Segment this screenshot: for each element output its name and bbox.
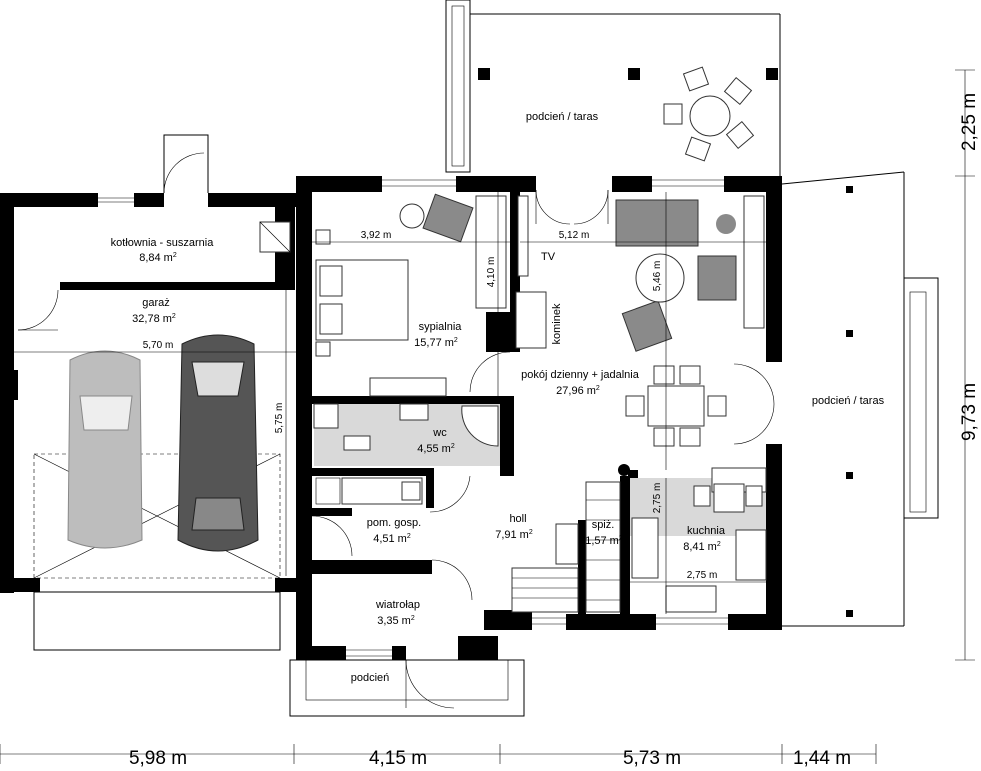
label-wiatrolap: wiatrołap	[375, 599, 420, 611]
dim-garage-depth: 5,75 m	[274, 403, 285, 434]
area-holl-sup: 2	[529, 529, 533, 536]
area-garaz: 32,78 m2	[132, 313, 176, 325]
right-terrace	[781, 171, 939, 627]
label-kotlownia: kotłownia - suszarnia	[111, 237, 215, 249]
windows	[3, 179, 728, 657]
area-wc: 4,55 m2	[417, 443, 455, 455]
area-kuchnia-sup: 2	[717, 541, 721, 548]
area-sypialnia: 15,77 m2	[414, 337, 458, 349]
area-spiz-value: 1,57 m	[585, 535, 619, 547]
area-wc-sup: 2	[451, 443, 455, 450]
area-pokoj-value: 27,96 m	[556, 385, 596, 397]
inner-dimension-lines	[14, 192, 766, 614]
dim-kitchen-depth: 2,75 m	[652, 483, 663, 514]
area-pom-gosp: 4,51 m2	[373, 533, 411, 545]
label-spiz: spiż.	[592, 519, 615, 531]
label-wc: wc	[432, 427, 447, 439]
area-pokoj-sup: 2	[596, 385, 600, 392]
area-spiz: 1,57 m2	[585, 535, 623, 547]
label-podcien: podcień	[351, 672, 390, 684]
label-pom-gosp: pom. gosp.	[367, 517, 421, 529]
stairs	[511, 481, 621, 613]
dim-bottom-2: 4,15 m	[369, 748, 427, 769]
label-kominek: kominek	[551, 303, 563, 344]
outer-dimension-lines	[0, 69, 975, 764]
area-sypialnia-value: 15,77 m	[414, 337, 454, 349]
area-sypialnia-sup: 2	[454, 337, 458, 344]
dim-bottom-3: 5,73 m	[623, 748, 681, 769]
label-kuchnia: kuchnia	[687, 525, 726, 537]
porch	[289, 659, 525, 717]
garage-area	[33, 334, 281, 651]
label-holl: holl	[509, 513, 526, 525]
area-spiz-sup: 2	[619, 535, 623, 542]
area-wc-value: 4,55 m	[417, 443, 451, 455]
dim-bedroom-depth: 4,10 m	[486, 257, 497, 288]
dim-right-2: 9,73 m	[959, 383, 980, 441]
walls	[0, 176, 782, 660]
area-garaz-value: 32,78 m	[132, 313, 172, 325]
top-terrace	[445, 0, 781, 176]
label-taras-top: podcień / taras	[526, 111, 599, 123]
wc-room	[313, 403, 500, 466]
label-tv: TV	[541, 251, 556, 263]
dim-bottom-4: 1,44 m	[793, 748, 851, 769]
dim-living-depth: 5,46 m	[652, 261, 663, 292]
area-wiatrolap-value: 3,35 m	[377, 615, 411, 627]
area-kotlownia: 8,84 m2	[139, 252, 177, 264]
area-wiatrolap-sup: 2	[411, 615, 415, 622]
label-taras-right: podcień / taras	[812, 395, 885, 407]
dim-kitchen-width: 2,75 m	[687, 570, 718, 581]
utility-furniture	[315, 477, 423, 505]
boiler	[259, 221, 291, 253]
area-wiatrolap: 3,35 m2	[377, 615, 415, 627]
dim-right-1: 2,25 m	[959, 93, 980, 151]
area-kotlownia-sup: 2	[173, 252, 177, 259]
area-pom-gosp-sup: 2	[407, 533, 411, 540]
dim-living-width: 5,12 m	[559, 230, 590, 241]
area-holl: 7,91 m2	[495, 529, 533, 541]
area-kotlownia-value: 8,84 m	[139, 252, 173, 264]
label-pokoj: pokój dzienny + jadalnia	[521, 369, 640, 381]
doors	[17, 134, 775, 709]
living-furniture	[515, 195, 765, 447]
kitchen-furniture	[618, 464, 767, 613]
label-garaz: garaż	[142, 297, 170, 309]
dim-bottom-1: 5,98 m	[129, 748, 187, 769]
area-pokoj: 27,96 m2	[556, 385, 600, 397]
area-kuchnia-value: 8,41 m	[683, 541, 717, 553]
dim-garage-width: 5,70 m	[143, 340, 174, 351]
label-sypialnia: sypialnia	[419, 321, 463, 333]
bedroom-furniture	[315, 193, 507, 397]
dim-bedroom-width: 3,92 m	[361, 230, 392, 241]
area-garaz-sup: 2	[172, 313, 176, 320]
area-holl-value: 7,91 m	[495, 529, 529, 541]
area-kuchnia: 8,41 m2	[683, 541, 721, 553]
area-pom-gosp-value: 4,51 m	[373, 533, 407, 545]
terrace-table-set	[663, 66, 755, 162]
